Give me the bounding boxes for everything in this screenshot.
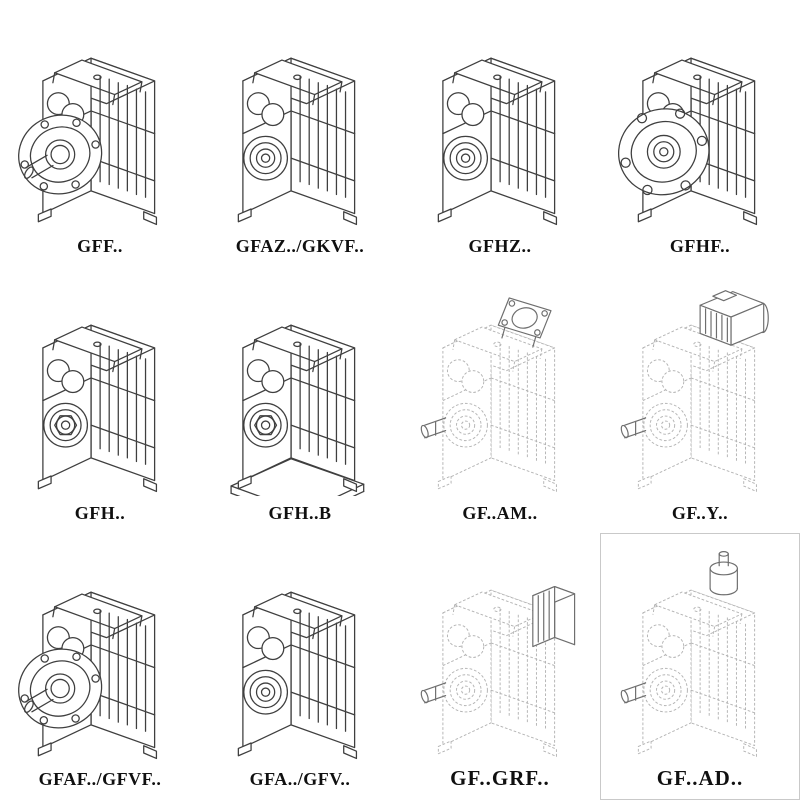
catalog-cell-gfh-b: GFH..B	[200, 267, 400, 534]
model-label: GFHF..	[669, 235, 731, 256]
gearbox-drawing-side-unit	[403, 539, 597, 765]
model-label: GF..GRF..	[450, 765, 550, 790]
gearbox-drawing-hollow-shaft	[203, 6, 397, 235]
gearbox-drawing-input-adapter	[603, 539, 797, 765]
gearbox-drawing-hollow-shaft	[203, 539, 397, 768]
model-label: GF..AD..	[656, 765, 744, 790]
catalog-cell-gfaz-gkvf: GFAZ../GKVF..	[200, 0, 400, 267]
model-label: GFHZ..	[468, 235, 532, 256]
model-label: GF..Y..	[671, 502, 729, 523]
gearbox-drawing-front-flange	[603, 6, 797, 235]
model-label: GFH..B	[268, 502, 332, 523]
model-label: GFAF../GFVF..	[38, 769, 162, 790]
catalog-cell-gfhz: GFHZ..	[400, 0, 600, 267]
gearbox-drawing-base-plate	[203, 273, 397, 502]
model-label: GFF..	[77, 235, 123, 256]
catalog-cell-gfhf: GFHF..	[600, 0, 800, 267]
catalog-cell-gfa-gfv: GFA../GFV..	[200, 533, 400, 800]
gearbox-drawing-hollow-shaft	[403, 6, 597, 235]
gearbox-drawing-shrink-disc	[3, 273, 197, 502]
catalog-cell-gf-ad: GF..AD..	[600, 533, 800, 800]
catalog-cell-gfaf-gfvf: GFAF../GFVF..	[0, 533, 200, 800]
model-label: GFAZ../GKVF..	[235, 235, 365, 256]
gearbox-drawing-flange	[3, 539, 197, 768]
model-label: GF..AM..	[462, 502, 538, 523]
catalog-cell-gff: GFF..	[0, 0, 200, 267]
model-label: GFA../GFV..	[249, 769, 351, 790]
gearbox-drawing-iec-adapter	[403, 273, 597, 502]
gearbox-drawing-with-motor	[603, 273, 797, 502]
model-label: GFH..	[74, 502, 126, 523]
catalog-cell-gfh: GFH..	[0, 267, 200, 534]
catalog-cell-gf-am: GF..AM..	[400, 267, 600, 534]
catalog-cell-gf-grf: GF..GRF..	[400, 533, 600, 800]
gearbox-drawing-flange	[3, 6, 197, 235]
catalog-cell-gf-y: GF..Y..	[600, 267, 800, 534]
